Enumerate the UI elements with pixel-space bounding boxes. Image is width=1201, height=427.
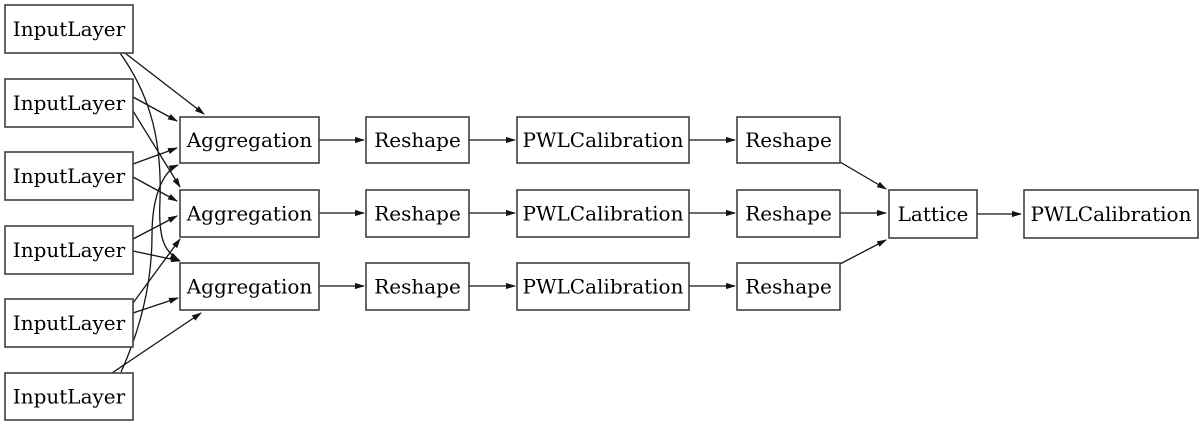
node-label-input-6: InputLayer — [13, 385, 126, 409]
node-input-1: InputLayer — [4, 4, 134, 54]
node-label-input-3: InputLayer — [13, 164, 126, 188]
node-box-input-6 — [4, 372, 134, 421]
edge-input-5-to-agg-3 — [132, 297, 179, 314]
node-label-reshape-b-2: Reshape — [745, 202, 832, 226]
node-reshape-a-2: Reshape — [365, 189, 470, 238]
node-pwl-1: PWLCalibration — [516, 116, 690, 164]
node-label-agg-3: Aggregation — [186, 275, 313, 299]
node-pwl-3: PWLCalibration — [516, 262, 690, 311]
node-reshape-a-1: Reshape — [365, 116, 470, 164]
node-box-lattice — [888, 189, 978, 239]
nodes-layer: InputLayerInputLayerInputLayerInputLayer… — [4, 4, 1199, 421]
edge-input-6-to-agg-3 — [111, 312, 202, 374]
node-agg-1: Aggregation — [179, 116, 320, 164]
node-box-input-1 — [4, 4, 134, 54]
node-box-agg-3 — [179, 262, 320, 311]
node-box-reshape-a-3 — [365, 262, 470, 311]
node-label-input-4: InputLayer — [13, 238, 126, 262]
node-box-pwl-2 — [516, 189, 690, 238]
node-label-input-2: InputLayer — [13, 91, 126, 115]
node-label-pwl-2: PWLCalibration — [523, 202, 684, 226]
node-label-input-5: InputLayer — [13, 311, 126, 335]
node-label-agg-1: Aggregation — [186, 128, 313, 152]
edge-reshape-b-3-to-lattice — [839, 239, 887, 265]
node-pwl-final: PWLCalibration — [1023, 189, 1199, 239]
node-agg-2: Aggregation — [179, 189, 320, 238]
node-box-input-2 — [4, 78, 134, 128]
node-box-reshape-a-1 — [365, 116, 470, 164]
node-box-pwl-3 — [516, 262, 690, 311]
node-label-reshape-b-1: Reshape — [745, 128, 832, 152]
node-box-input-3 — [4, 151, 134, 201]
node-box-reshape-a-2 — [365, 189, 470, 238]
node-label-pwl-1: PWLCalibration — [523, 128, 684, 152]
node-box-agg-2 — [179, 189, 320, 238]
edge-input-2-to-agg-2 — [132, 110, 181, 188]
node-input-5: InputLayer — [4, 298, 134, 348]
node-reshape-b-3: Reshape — [736, 262, 841, 311]
node-label-agg-2: Aggregation — [186, 202, 313, 226]
edge-input-3-to-agg-1 — [132, 147, 178, 165]
edge-input-6-to-agg-1 — [120, 164, 179, 373]
node-lattice: Lattice — [888, 189, 978, 239]
node-reshape-b-1: Reshape — [736, 116, 841, 164]
node-label-pwl-3: PWLCalibration — [523, 275, 684, 299]
node-box-reshape-b-1 — [736, 116, 841, 164]
edge-input-4-to-agg-2 — [132, 215, 178, 240]
node-reshape-a-3: Reshape — [365, 262, 470, 311]
node-pwl-2: PWLCalibration — [516, 189, 690, 238]
node-box-reshape-b-2 — [736, 189, 841, 238]
node-label-reshape-b-3: Reshape — [745, 275, 832, 299]
node-box-pwl-final — [1023, 189, 1199, 239]
edge-input-4-to-agg-3 — [132, 250, 181, 263]
node-box-reshape-b-3 — [736, 262, 841, 311]
node-box-input-5 — [4, 298, 134, 348]
node-label-input-1: InputLayer — [13, 17, 126, 41]
edge-reshape-b-1-to-lattice — [839, 161, 887, 190]
node-label-lattice: Lattice — [898, 202, 969, 226]
edges-layer — [111, 52, 1022, 374]
edge-input-1-to-agg-1 — [124, 52, 205, 115]
node-input-6: InputLayer — [4, 372, 134, 421]
node-label-reshape-a-2: Reshape — [374, 202, 461, 226]
node-box-input-4 — [4, 225, 134, 275]
node-box-agg-1 — [179, 116, 320, 164]
node-label-reshape-a-3: Reshape — [374, 275, 461, 299]
node-label-reshape-a-1: Reshape — [374, 128, 461, 152]
node-box-pwl-1 — [516, 116, 690, 164]
edge-input-5-to-agg-2 — [132, 238, 181, 304]
node-reshape-b-2: Reshape — [736, 189, 841, 238]
edge-input-2-to-agg-1 — [132, 96, 178, 122]
node-agg-3: Aggregation — [179, 262, 320, 311]
node-input-4: InputLayer — [4, 225, 134, 275]
node-label-pwl-final: PWLCalibration — [1031, 202, 1192, 226]
node-input-2: InputLayer — [4, 78, 134, 128]
node-input-3: InputLayer — [4, 151, 134, 201]
edge-input-3-to-agg-2 — [132, 176, 178, 202]
